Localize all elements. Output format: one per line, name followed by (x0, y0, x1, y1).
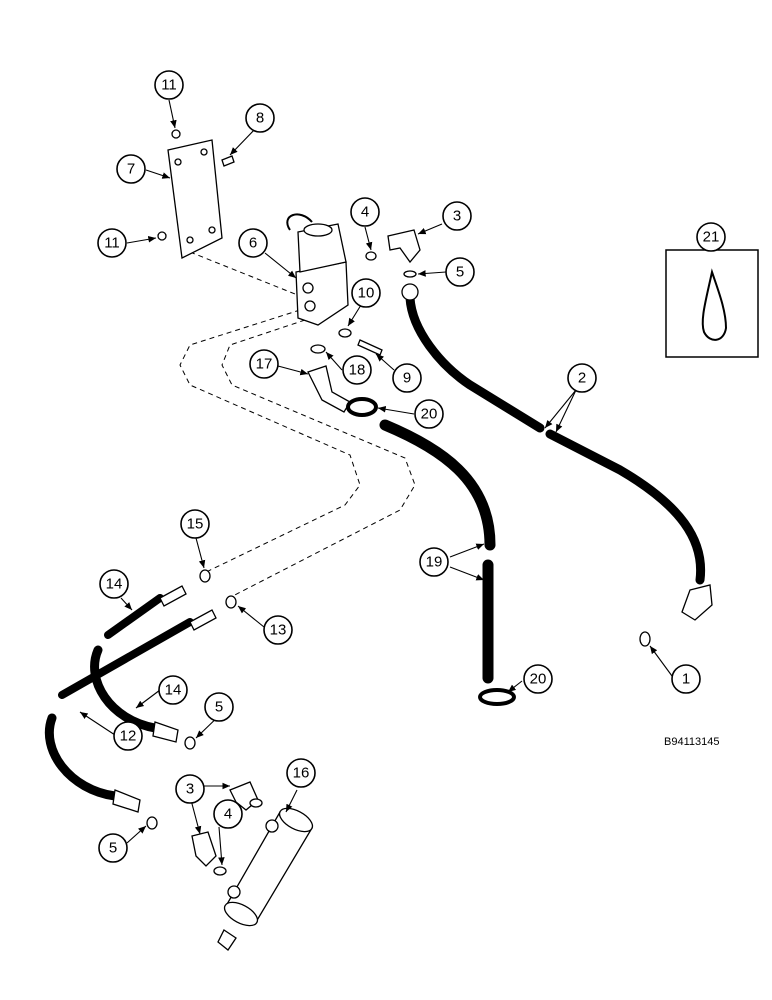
hydraulic-cylinder (217, 807, 314, 951)
callout-label: 14 (165, 682, 182, 699)
callout-10: 10 (351, 278, 381, 308)
callout-label: 13 (270, 622, 287, 639)
elbow-fitting-3-top (387, 229, 421, 264)
callout-label: 7 (127, 161, 135, 178)
elbow-fitting-3-lower (191, 831, 217, 867)
callout-label: 11 (161, 77, 177, 94)
cover-plate (167, 139, 223, 259)
callout-label: 19 (426, 554, 443, 571)
callout-label: 11 (104, 235, 120, 252)
callout-13: 13 (263, 615, 293, 645)
callout-14-top: 14 (99, 569, 129, 599)
callout-label: 8 (256, 110, 264, 127)
callout-4-bottom: 4 (213, 799, 243, 829)
callout-5-top: 5 (445, 257, 475, 287)
callout-label: 6 (249, 235, 257, 252)
hose-clamp-20-top (346, 397, 378, 417)
solenoid-valve (286, 213, 349, 326)
callout-21: 21 (696, 222, 726, 252)
callout-label: 4 (224, 806, 232, 823)
callout-label: 5 (215, 699, 223, 716)
callout-20-top: 20 (414, 399, 444, 429)
screw-8 (221, 155, 235, 167)
callout-8: 8 (245, 103, 275, 133)
callout-label: 3 (186, 781, 194, 798)
hose-12 (44, 645, 179, 813)
hose-2 (401, 283, 713, 621)
o-ring-5-mid (184, 736, 196, 750)
callout-14-mid: 14 (158, 675, 188, 705)
leader-lines (79, 99, 673, 866)
callout-label: 4 (361, 204, 369, 221)
callout-3-top: 3 (442, 201, 472, 231)
callout-label: 10 (358, 285, 375, 302)
callout-label: 14 (106, 576, 123, 593)
o-ring-4-upper (249, 798, 263, 808)
washer-10 (338, 328, 352, 338)
callout-label: 5 (456, 264, 464, 281)
callout-label: 5 (109, 840, 117, 857)
nut-11b (157, 231, 167, 241)
callout-20-bottom: 20 (523, 664, 553, 694)
callout-9: 9 (392, 363, 422, 393)
o-ring-1 (639, 631, 651, 647)
callout-6: 6 (238, 228, 268, 258)
callout-label: 15 (187, 516, 204, 533)
callout-label: 20 (530, 671, 547, 688)
callout-12: 12 (113, 721, 143, 751)
bolt-9 (357, 339, 383, 356)
o-ring-5-top (403, 270, 417, 278)
callout-label: 17 (256, 356, 273, 373)
callout-17: 17 (249, 349, 279, 379)
callout-label: 20 (421, 406, 438, 423)
o-ring-4-lower (213, 866, 227, 876)
callout-4-top: 4 (350, 197, 380, 227)
callout-label: 9 (403, 370, 411, 387)
callout-7: 7 (116, 154, 146, 184)
callout-label: 21 (703, 229, 720, 246)
callout-label: 18 (349, 362, 366, 379)
o-ring-18 (310, 344, 326, 354)
dashed-routing-lines (179, 251, 416, 601)
callout-15: 15 (180, 509, 210, 539)
o-ring-13 (225, 595, 237, 609)
nut-11a (171, 129, 181, 139)
callout-5-mid: 5 (204, 692, 234, 722)
hose-14-lower (58, 609, 217, 699)
hose-19 (379, 419, 496, 684)
o-ring-4-top (365, 251, 377, 261)
callout-1: 1 (671, 664, 701, 694)
hose-14-upper (104, 585, 187, 639)
callout-5-bottom: 5 (98, 833, 128, 863)
strap-inset (665, 249, 759, 358)
callout-label: 12 (120, 728, 137, 745)
callout-label: 16 (293, 765, 310, 782)
o-ring-15 (199, 569, 211, 583)
o-ring-5-low (146, 816, 158, 830)
callout-3-bottom: 3 (175, 774, 205, 804)
callout-label: 2 (578, 370, 586, 387)
callout-11-top: 11 (154, 70, 184, 100)
figure-code: B94113145 (664, 736, 720, 748)
callout-11-left: 11 (97, 228, 127, 258)
callout-label: 1 (682, 671, 690, 688)
hose-clamp-20-bottom (478, 688, 516, 706)
callout-19: 19 (419, 547, 449, 577)
callout-16: 16 (286, 758, 316, 788)
callout-2: 2 (567, 363, 597, 393)
callout-label: 3 (453, 208, 461, 225)
callout-18: 18 (342, 355, 372, 385)
